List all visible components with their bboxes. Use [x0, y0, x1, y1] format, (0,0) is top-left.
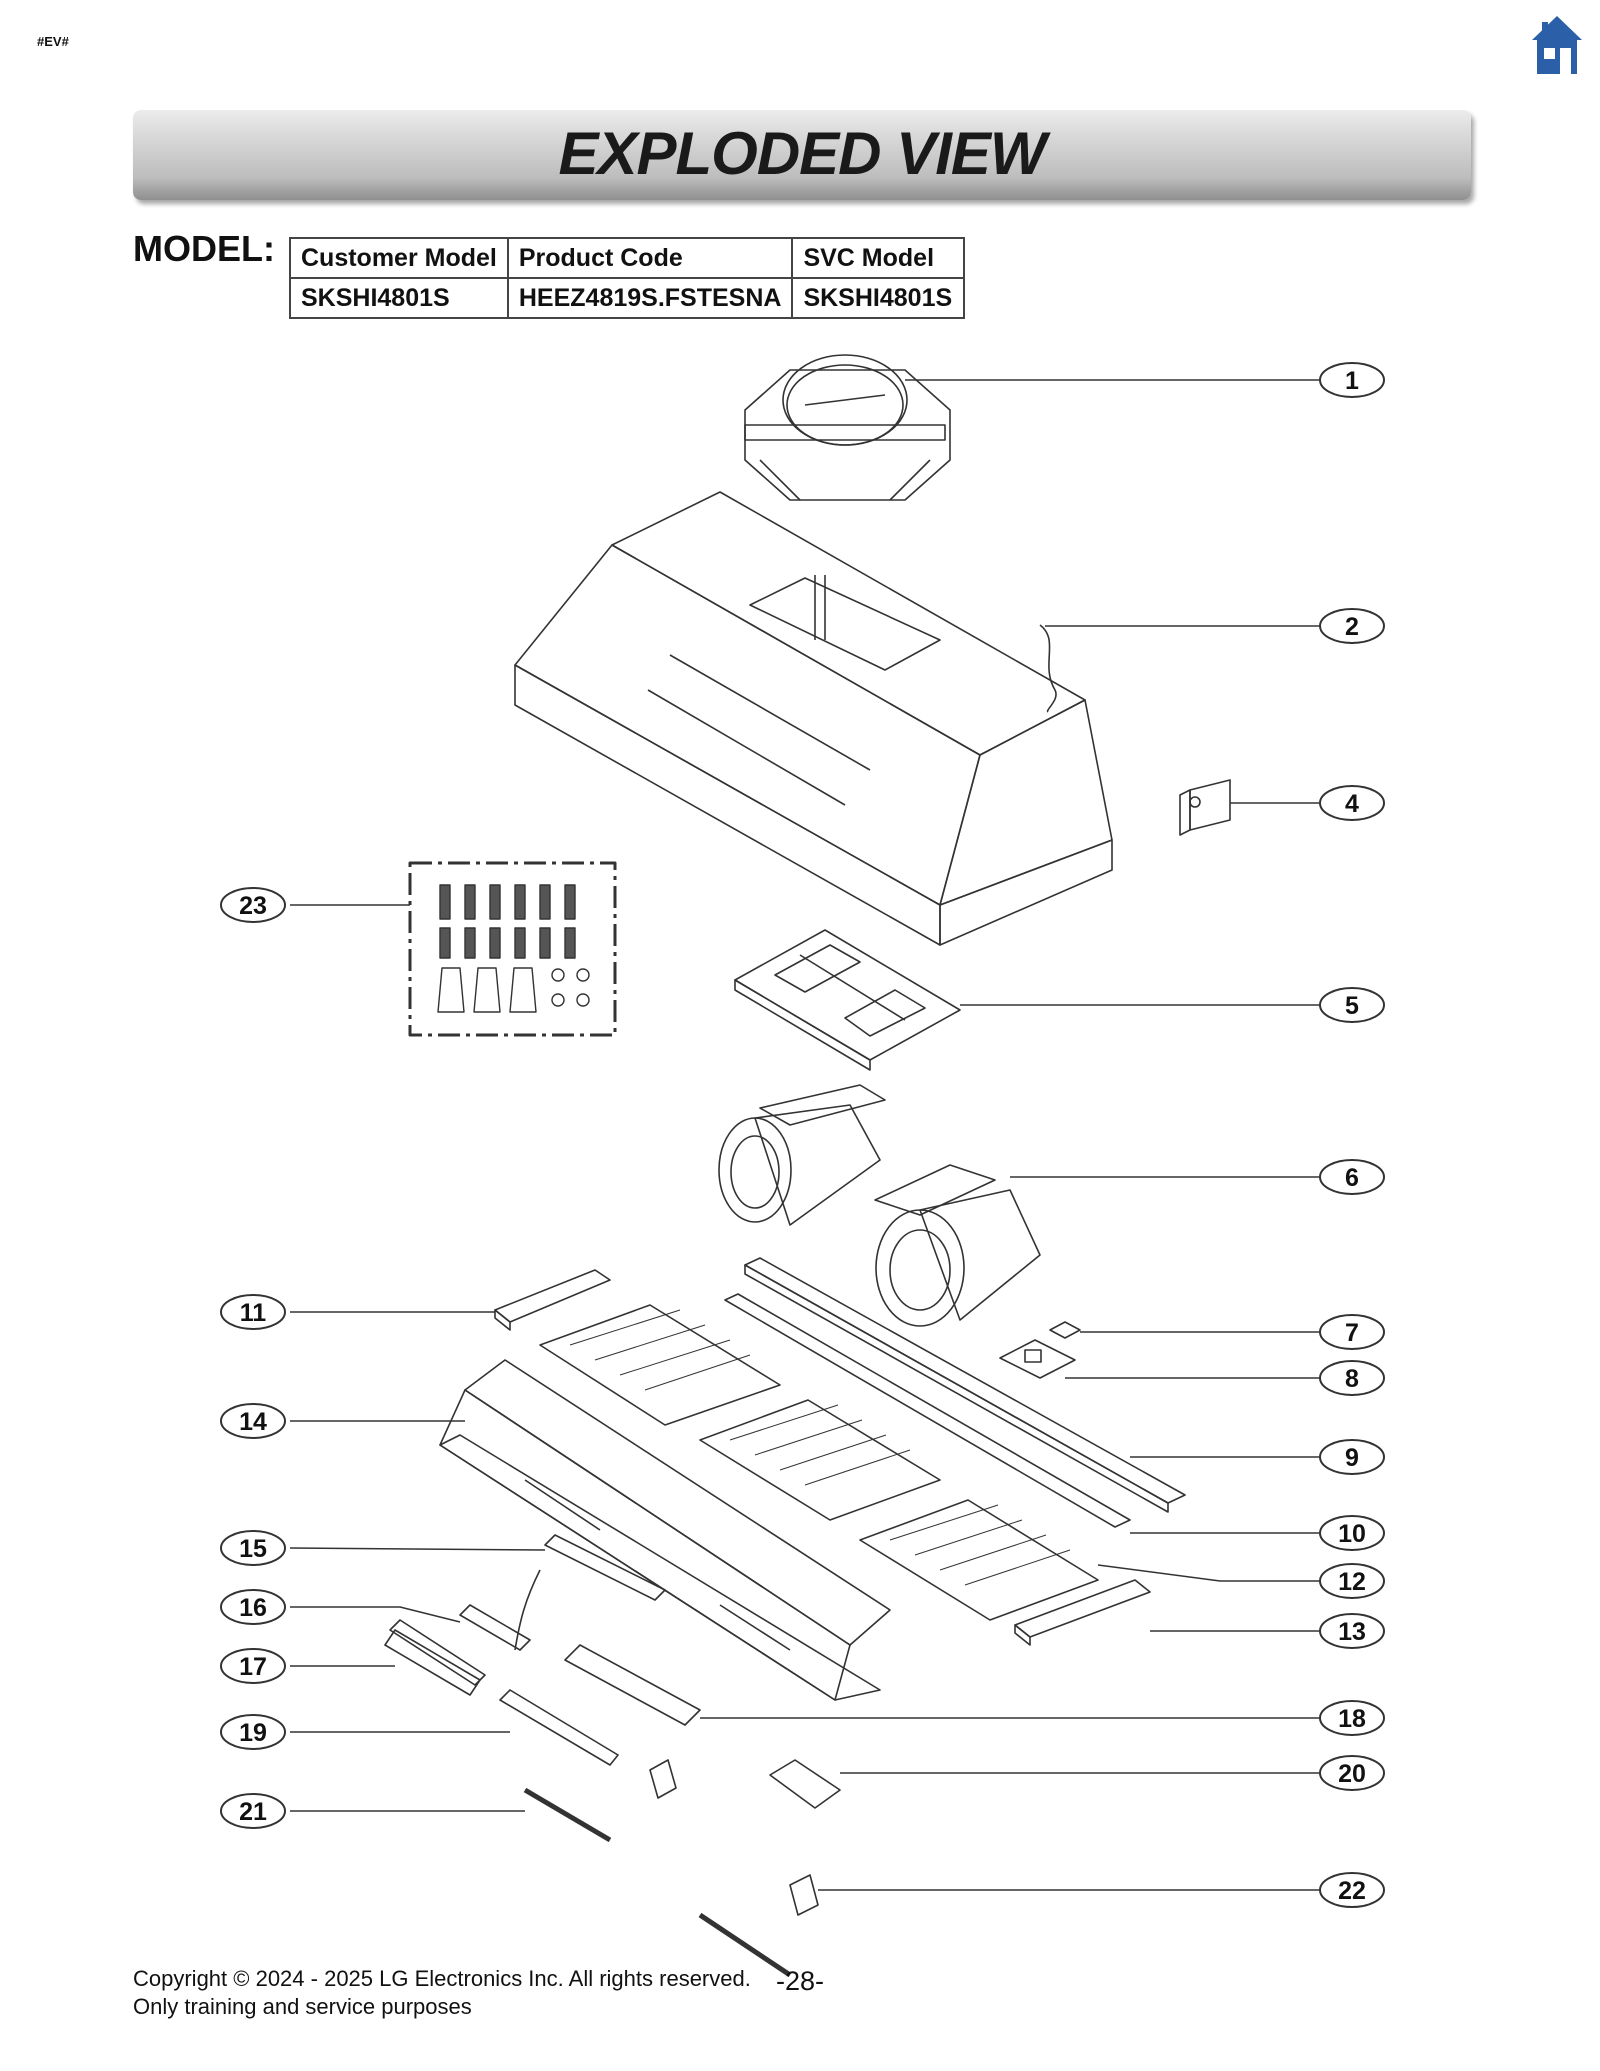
- svg-text:4: 4: [1345, 790, 1359, 818]
- header-customer-model: Customer Model: [289, 237, 509, 279]
- callout-10: 10: [1319, 1515, 1385, 1551]
- callout-2: 2: [1319, 608, 1385, 644]
- svg-text:11: 11: [240, 1299, 267, 1327]
- callout-16: 16: [220, 1589, 286, 1625]
- cell-product-code: HEEZ4819S.FSTESNA: [506, 277, 794, 319]
- svg-text:5: 5: [1345, 992, 1359, 1020]
- callout-11: 11: [220, 1294, 286, 1330]
- part-hood-body: [514, 491, 1113, 946]
- part-cover-plate: [734, 929, 961, 1071]
- callout-6: 6: [1319, 1159, 1385, 1195]
- callout-4: 4: [1319, 785, 1385, 821]
- svg-text:12: 12: [1338, 1568, 1366, 1596]
- document-code-tag: #EV#: [37, 34, 69, 49]
- callout-20: 20: [1319, 1755, 1385, 1791]
- part-duct-adapter: [744, 354, 951, 501]
- callout-19: 19: [220, 1714, 286, 1750]
- model-label: MODEL:: [133, 228, 275, 269]
- part-grease-filters: [539, 1304, 1099, 1621]
- header-product-code: Product Code: [506, 237, 794, 279]
- home-icon[interactable]: [1530, 14, 1584, 76]
- svg-text:22: 22: [1338, 1877, 1366, 1905]
- part-rails: [724, 1257, 1186, 1528]
- part-switch-plates: [999, 1321, 1081, 1379]
- svg-text:13: 13: [1338, 1618, 1366, 1646]
- svg-text:14: 14: [239, 1408, 267, 1436]
- callout-9: 9: [1319, 1439, 1385, 1475]
- callout-22: 22: [1319, 1872, 1385, 1908]
- svg-text:17: 17: [239, 1653, 267, 1681]
- callout-leaders: [289, 379, 1320, 1891]
- cell-customer-model: SKSHI4801S: [289, 277, 509, 319]
- svg-text:7: 7: [1345, 1319, 1359, 1347]
- svg-text:20: 20: [1338, 1760, 1366, 1788]
- callout-7: 7: [1319, 1314, 1385, 1350]
- callout-13: 13: [1319, 1613, 1385, 1649]
- header-svc-model: SVC Model: [791, 237, 966, 279]
- callout-17: 17: [220, 1648, 286, 1684]
- callout-1: 1: [1319, 362, 1385, 398]
- cell-svc-model: SKSHI4801S: [791, 277, 966, 319]
- part-end-brackets: [494, 1269, 1151, 1646]
- callout-5: 5: [1319, 987, 1385, 1023]
- callout-12: 12: [1319, 1563, 1385, 1599]
- part-front-panel: [439, 1359, 891, 1701]
- svg-text:16: 16: [239, 1594, 267, 1622]
- svg-text:6: 6: [1345, 1164, 1359, 1192]
- part-hardware-kit: [408, 861, 617, 1037]
- callout-23: 23: [220, 887, 286, 923]
- part-bracket: [1179, 779, 1231, 836]
- model-table-header-row: Customer Model Product Code SVC Model: [289, 237, 966, 279]
- callout-18: 18: [1319, 1700, 1385, 1736]
- page-number: -28-: [776, 1966, 825, 1996]
- footer-note: Only training and service purposes: [133, 1994, 472, 2019]
- title-banner: EXPLODED VIEW: [133, 110, 1471, 200]
- svg-text:8: 8: [1345, 1365, 1359, 1393]
- svg-text:1: 1: [1345, 367, 1359, 395]
- svg-text:15: 15: [239, 1535, 267, 1563]
- svg-text:21: 21: [239, 1798, 267, 1826]
- callout-14: 14: [220, 1403, 286, 1439]
- svg-text:18: 18: [1338, 1705, 1366, 1733]
- callout-15: 15: [220, 1530, 286, 1566]
- footer-copyright: Copyright © 2024 - 2025 LG Electronics I…: [133, 1966, 751, 1991]
- part-small-components: [384, 1534, 841, 1978]
- model-table-row: SKSHI4801S HEEZ4819S.FSTESNA SKSHI4801S: [289, 277, 966, 319]
- page-title: EXPLODED VIEW: [558, 120, 1046, 187]
- svg-text:23: 23: [239, 892, 267, 920]
- svg-text:19: 19: [239, 1719, 267, 1747]
- svg-text:9: 9: [1345, 1444, 1359, 1472]
- svg-text:2: 2: [1345, 613, 1359, 641]
- part-blower-motors: [718, 1084, 1041, 1327]
- callout-8: 8: [1319, 1360, 1385, 1396]
- callout-bubbles: 1 2 4 5 6 7 8 9 10 11 12 13 14 15 16: [220, 362, 1385, 1908]
- svg-text:10: 10: [1338, 1520, 1366, 1548]
- callout-21: 21: [220, 1793, 286, 1829]
- model-table: Customer Model Product Code SVC Model SK…: [289, 237, 966, 319]
